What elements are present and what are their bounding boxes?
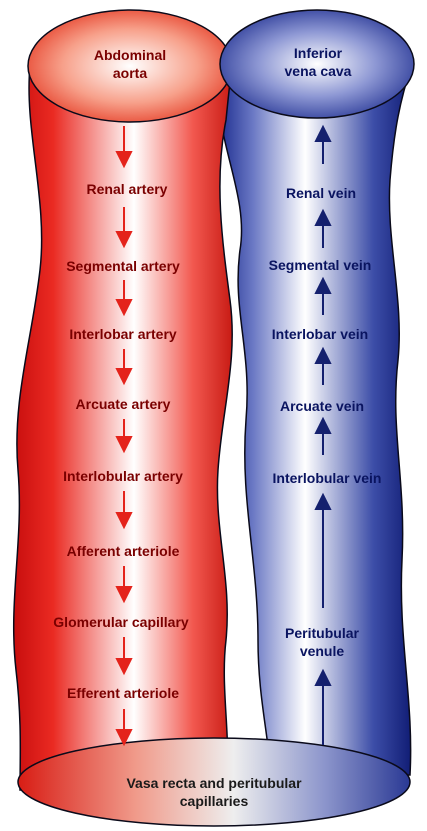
afferent-arteriole-label: Afferent arteriole: [67, 542, 180, 560]
label-line: Abdominal: [94, 46, 166, 64]
label-line: vena cava: [285, 62, 352, 80]
efferent-arteriole-label: Efferent arteriole: [67, 684, 179, 702]
glomerular-capillary-label: Glomerular capillary: [53, 613, 188, 631]
inferior-vena-cava-label: Inferior vena cava: [285, 44, 352, 80]
label-line: Peritubular: [285, 624, 359, 642]
label-line: capillaries: [126, 792, 301, 810]
segmental-vein-label: Segmental vein: [269, 256, 372, 274]
segmental-artery-label: Segmental artery: [66, 257, 180, 275]
label-line: venule: [285, 642, 359, 660]
aorta-tube: [14, 66, 233, 790]
arcuate-vein-label: Arcuate vein: [280, 397, 364, 415]
interlobular-artery-label: Interlobular artery: [63, 467, 183, 485]
interlobar-artery-label: Interlobar artery: [69, 325, 176, 343]
vena-cava-tube: [218, 64, 412, 775]
arcuate-artery-label: Arcuate artery: [76, 395, 171, 413]
label-line: aorta: [94, 64, 166, 82]
label-line: Vasa recta and peritubular: [126, 774, 301, 792]
renal-vein-label: Renal vein: [286, 184, 356, 202]
label-line: Inferior: [285, 44, 352, 62]
interlobar-vein-label: Interlobar vein: [272, 325, 368, 343]
vasa-recta-label: Vasa recta and peritubular capillaries: [126, 774, 301, 810]
abdominal-aorta-label: Abdominal aorta: [94, 46, 166, 82]
interlobular-vein-label: Interlobular vein: [273, 469, 382, 487]
peritubular-venule-label: Peritubular venule: [285, 624, 359, 660]
renal-artery-label: Renal artery: [87, 180, 168, 198]
